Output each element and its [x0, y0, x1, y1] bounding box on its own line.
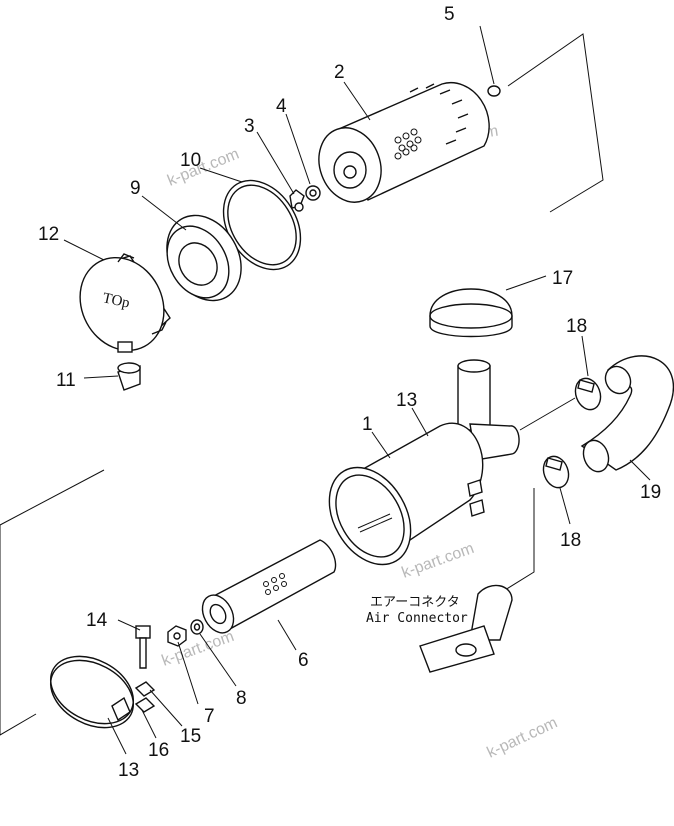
leader-lines [63, 25, 651, 755]
elbow-hose-19 [580, 355, 674, 473]
air-connector-label-en: Air Connector [366, 611, 468, 626]
washer-8 [190, 619, 204, 635]
callout-8: 8 [236, 688, 247, 709]
wing-nut-3 [289, 189, 305, 212]
callout-13-upper: 13 [396, 390, 417, 411]
spacer-16 [134, 697, 156, 713]
callout-4: 4 [276, 96, 287, 117]
cover-12: TOp [79, 253, 171, 353]
callout-13-lower: 13 [118, 760, 139, 781]
air-cleaner-body-1 [328, 359, 520, 566]
callout-19: 19 [640, 482, 661, 503]
inner-filter-element-6 [201, 539, 337, 634]
callout-3: 3 [244, 116, 255, 137]
hose-clamp-18-lower [542, 455, 570, 489]
callout-16: 16 [148, 740, 169, 761]
watermark-3: k-part.com [400, 540, 477, 582]
air-connector-label: エアーコネクタ Air Connector [366, 595, 468, 626]
watermark-5: k-part.com [485, 714, 561, 761]
cap-plate-9 [166, 214, 242, 302]
callout-18-upper: 18 [566, 316, 587, 337]
callout-17: 17 [552, 268, 573, 289]
hose-clamp-18-upper [574, 377, 602, 411]
washer-4 [305, 185, 321, 201]
air-connector-label-jp: エアーコネクタ [370, 595, 460, 610]
callout-numbers: 5 2 4 3 10 9 12 11 17 18 13 1 19 18 14 6… [38, 4, 661, 781]
callout-14: 14 [86, 610, 108, 631]
outer-filter-element [318, 81, 490, 203]
callout-7: 7 [204, 706, 215, 727]
callout-18-lower: 18 [560, 530, 581, 551]
callout-12: 12 [38, 224, 59, 245]
frame-lines [0, 33, 604, 736]
cover-top-mark: TOp [101, 290, 131, 311]
nut-7 [167, 625, 187, 647]
callout-5: 5 [444, 4, 455, 25]
air-connector [419, 584, 513, 673]
o-ring-5 [487, 85, 501, 97]
watermark-1: k-part.com [165, 146, 241, 190]
callout-15: 15 [180, 726, 201, 747]
band-clamp-13 [49, 655, 135, 729]
spacer-15 [134, 681, 156, 697]
precleaner-17 [429, 288, 513, 338]
callout-1: 1 [362, 414, 373, 435]
callout-6: 6 [298, 650, 309, 671]
bolt-14 [135, 625, 151, 669]
callout-10: 10 [180, 150, 201, 171]
callout-9: 9 [130, 178, 141, 199]
callout-11: 11 [56, 370, 76, 391]
evacuator-valve-11 [117, 362, 141, 391]
callout-2: 2 [334, 62, 345, 83]
